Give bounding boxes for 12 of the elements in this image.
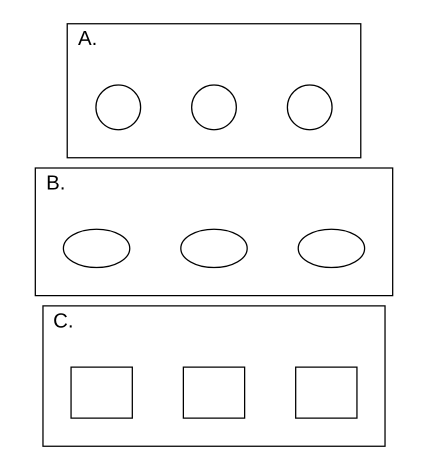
node-ellipse (298, 228, 366, 268)
node-box (70, 366, 133, 419)
cluster: A. (66, 23, 362, 158)
node-circle (95, 84, 142, 130)
cluster: C. (42, 305, 386, 447)
node-circle (191, 84, 237, 130)
node-ellipse (62, 228, 130, 268)
node-box (182, 366, 246, 419)
node-ellipse (180, 228, 248, 268)
node-box (295, 366, 358, 419)
cluster: B. (34, 167, 394, 296)
node-circle (286, 84, 333, 130)
